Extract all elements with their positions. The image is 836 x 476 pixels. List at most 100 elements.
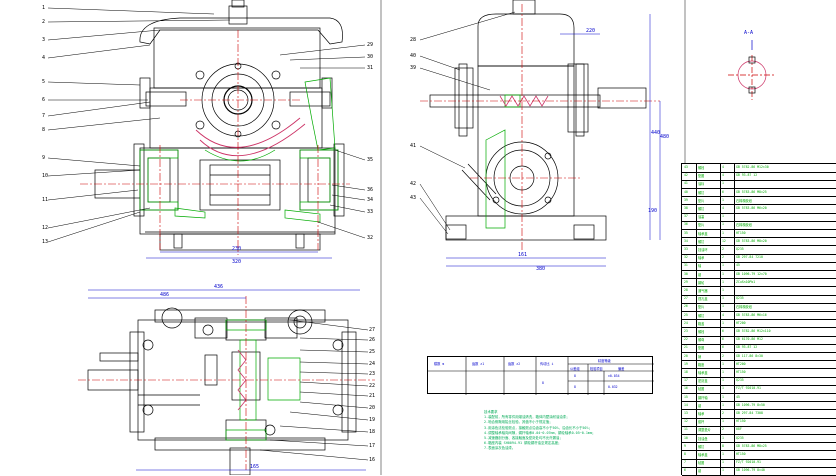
- parts-table-cell: HT150: [736, 419, 746, 424]
- parts-table-cell: 45: [736, 263, 740, 268]
- front-view-dimensions: [146, 251, 332, 259]
- parts-table-cell: 1: [722, 370, 724, 374]
- parts-table-cell: 轴承: [698, 256, 705, 261]
- parts-table-cell: 14: [684, 402, 688, 407]
- parts-table-cell: 挡油盘: [698, 436, 708, 441]
- top-view: [87, 307, 357, 475]
- callout: 31: [367, 65, 374, 71]
- callout: 7: [42, 113, 46, 119]
- dimension-label: 440: [651, 130, 661, 136]
- parts-table-cell: 箱盖: [698, 321, 705, 326]
- callout: 39: [410, 65, 417, 71]
- param-cell: ±0.034: [608, 374, 620, 378]
- param-cell: 模数 m: [434, 362, 445, 366]
- note-line: 7.表面涂灰色油漆。: [484, 446, 516, 451]
- param-cell: 8: [574, 374, 576, 378]
- parts-table-cell: 7: [684, 460, 686, 465]
- parts-table-cell: 螺钉: [698, 444, 705, 449]
- callout: 6: [42, 97, 46, 103]
- parts-table-cell: 24: [684, 320, 688, 325]
- callout: 3: [42, 37, 46, 43]
- side-view-leaders: [419, 11, 516, 235]
- parts-table-cell: Q235: [736, 435, 744, 440]
- parts-table-cell: 螺钉: [698, 190, 705, 195]
- callout: 8: [42, 127, 46, 133]
- parts-table-cell: 螺栓: [698, 166, 705, 170]
- callout: 32: [367, 235, 374, 241]
- parts-table-cell: Q235: [736, 378, 744, 383]
- param-cell: 齿数 z1: [472, 362, 485, 366]
- parts-table-cell: 33: [684, 247, 688, 251]
- dimension-label: 320: [232, 259, 242, 265]
- parts-table-cell: 1: [722, 263, 724, 268]
- parts-table-cell: HT200: [736, 361, 746, 366]
- parts-table-cell: 石棉橡胶纸: [736, 198, 752, 203]
- side-view-centerlines: [420, 4, 660, 250]
- parts-table-cell: 6: [722, 337, 724, 342]
- front-view-sections: [139, 77, 339, 223]
- parts-table-cell: 10: [684, 435, 688, 440]
- dimension-label: 480: [660, 134, 670, 140]
- note-line: 5.减速器剖分面、各接触面及密封处均不允许漏油；: [484, 436, 563, 441]
- detail-view-label: A-A: [744, 30, 754, 36]
- parts-table-cell: 2: [722, 427, 724, 432]
- parts-table-cell: 垫片: [698, 305, 705, 310]
- parts-table-cell: 6: [684, 468, 686, 473]
- parts-table-cell: GB 93-87 12: [736, 173, 758, 178]
- parts-table-cell: 36: [684, 222, 688, 227]
- parts-table-cell: 28: [684, 288, 688, 292]
- parts-table-cell: 12: [684, 419, 688, 424]
- callout: 33: [367, 209, 374, 215]
- parts-table-cell: GB 5783-86 M8×25: [736, 189, 767, 194]
- parts-table-cell: 6: [722, 329, 724, 333]
- parts-table-cell: 键: [698, 469, 702, 474]
- callout: 24: [369, 361, 376, 367]
- dimension-label: 190: [648, 208, 658, 214]
- callout: 5: [42, 79, 46, 85]
- parts-table-cell: Q235: [736, 247, 744, 251]
- parts-table-cell: 6: [722, 345, 724, 350]
- parts-table-cell: 37: [684, 214, 688, 219]
- side-view: [429, 0, 647, 241]
- parts-table-cell: GB 1096-79 12×70: [736, 271, 767, 276]
- parts-table-cell: 25: [684, 312, 688, 317]
- callout: 21: [369, 393, 376, 399]
- side-view-dimensions: [446, 14, 661, 267]
- parts-table-cell: 销: [698, 354, 702, 359]
- parts-table-cell: 1: [722, 468, 724, 473]
- parts-table-cell: 轴承盖: [698, 453, 708, 457]
- parts-table-cell: 16: [684, 386, 688, 391]
- parts-table-cell: 1: [722, 296, 724, 301]
- parts-table-cell: 1: [722, 419, 724, 424]
- parts-table-column-rule: [720, 164, 721, 475]
- parts-table-cell: 35: [684, 230, 688, 235]
- parts-table-cell: 19: [684, 361, 688, 366]
- parts-table-cell: Q235: [736, 296, 744, 301]
- dimension-label: 165: [250, 464, 260, 470]
- callout: 23: [369, 371, 376, 377]
- parts-table-cell: 15: [684, 394, 688, 399]
- parts-table-cell: GB 93-87 12: [736, 345, 758, 350]
- top-view-leaders: [259, 319, 369, 461]
- dimension-label: 220: [586, 28, 596, 34]
- note-line: 2.啮合侧隙用铅丝检验，其值不小于规定值；: [484, 420, 553, 425]
- parts-table-cell: 30: [684, 271, 688, 276]
- parts-table-cell: 密封盖: [698, 379, 708, 384]
- parts-table-cell: 22: [684, 337, 688, 342]
- parts-table-cell: GB 5783-86 M8×20: [736, 238, 767, 243]
- side-view-worm: [499, 95, 549, 107]
- parts-table-cell: 2: [722, 353, 724, 358]
- callout: 19: [369, 417, 376, 423]
- parts-table-cell: 通气器: [698, 289, 708, 293]
- parts-table-cell: 39: [684, 197, 688, 202]
